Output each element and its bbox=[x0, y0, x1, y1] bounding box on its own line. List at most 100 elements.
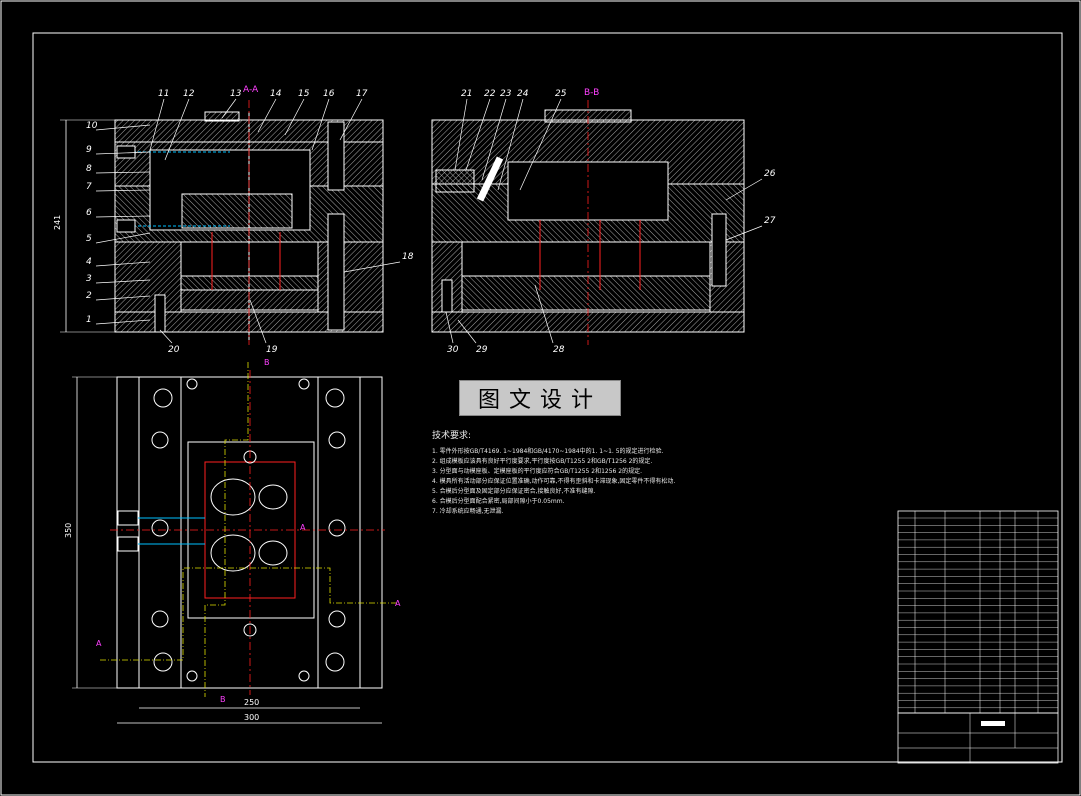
plan-clamp-left bbox=[116, 376, 140, 689]
bb-guide-pillar bbox=[711, 213, 727, 287]
callout-leader-10 bbox=[95, 124, 151, 131]
bolt-1 bbox=[153, 388, 173, 408]
callout-leader-23 bbox=[481, 98, 507, 181]
callout-22: 22 bbox=[484, 89, 496, 99]
section-line-a bbox=[100, 567, 398, 661]
dim-label-250: 250 bbox=[244, 698, 259, 707]
callout-13: 13 bbox=[230, 89, 242, 99]
note-line: 2. 组成模板应该具有良好平行度要求,平行度按GB/T1255 2和GB/T12… bbox=[432, 458, 653, 465]
return-pin-housing bbox=[327, 213, 345, 331]
callout-12: 12 bbox=[183, 89, 195, 99]
callout-leader-13 bbox=[221, 98, 237, 119]
callout-9: 9 bbox=[86, 145, 92, 155]
callout-leader-21 bbox=[454, 98, 468, 171]
plan-sprue-bottom bbox=[243, 623, 257, 637]
callout-1: 1 bbox=[86, 315, 92, 325]
title-box bbox=[897, 712, 1059, 764]
dim-label-300: 300 bbox=[244, 713, 259, 722]
plan-support-left bbox=[138, 376, 182, 689]
water-fitting-6 bbox=[116, 219, 136, 233]
bb-ejector-plate bbox=[461, 275, 711, 311]
callout-23: 23 bbox=[500, 89, 512, 99]
callout-20: 20 bbox=[168, 345, 180, 355]
callout-leader-7 bbox=[95, 189, 151, 192]
bolt-8 bbox=[328, 610, 346, 628]
dim-label-350: 350 bbox=[64, 523, 73, 538]
callout-leader-27 bbox=[725, 225, 763, 241]
title-block bbox=[897, 510, 1059, 764]
support-block-left bbox=[114, 241, 182, 313]
section-aa-title: A-A bbox=[243, 85, 259, 95]
callout-leader-26 bbox=[725, 178, 763, 201]
plan-support-right bbox=[317, 376, 361, 689]
callout-leader-28 bbox=[534, 284, 554, 344]
callout-28: 28 bbox=[553, 345, 565, 355]
bolt-4 bbox=[328, 431, 346, 449]
callout-leader-4 bbox=[95, 261, 151, 267]
callout-3: 3 bbox=[86, 274, 92, 284]
callout-leader-18 bbox=[343, 261, 401, 273]
callout-leader-12 bbox=[164, 98, 190, 161]
marker-b-1: B bbox=[264, 358, 270, 367]
section-aa-view: 241 A-A bbox=[53, 85, 384, 345]
section-bb-view: B-B bbox=[431, 88, 745, 345]
bolt-5 bbox=[151, 519, 169, 537]
inner-frame bbox=[32, 32, 1063, 763]
guide-pillar bbox=[327, 121, 345, 191]
callout-leader-24 bbox=[497, 98, 524, 191]
callout-leader-29 bbox=[457, 319, 477, 344]
plan-outer-plate bbox=[116, 376, 383, 689]
plan-part-top-right bbox=[258, 484, 288, 510]
title-name-box bbox=[981, 721, 1005, 726]
plan-view: A A A B B 350 250 300 bbox=[64, 358, 401, 724]
plan-water-fitting-1 bbox=[117, 510, 139, 526]
callout-30: 30 bbox=[447, 345, 459, 355]
technical-requirements: 技术要求: 1. 零件外形按GB/T4169. 1~1984和GB/4170~1… bbox=[432, 428, 675, 517]
callout-10: 10 bbox=[86, 121, 98, 131]
callout-leader-9 bbox=[95, 151, 151, 155]
callout-18: 18 bbox=[402, 252, 414, 262]
bolt-7 bbox=[151, 610, 169, 628]
plan-part-top bbox=[210, 478, 256, 516]
callout-leader-15 bbox=[284, 98, 305, 136]
callout-leader-25 bbox=[519, 98, 562, 191]
plan-clamp-right bbox=[359, 376, 383, 689]
marker-a-3: A bbox=[300, 523, 306, 532]
dim-label-241: 241 bbox=[53, 215, 62, 230]
bolt-11 bbox=[186, 378, 198, 390]
callout-24: 24 bbox=[517, 89, 529, 99]
bolt-2 bbox=[325, 388, 345, 408]
callout-leader-6 bbox=[95, 215, 151, 218]
callout-leader-11 bbox=[149, 98, 165, 151]
sprue-bushing-top bbox=[204, 111, 240, 122]
callout-17: 17 bbox=[356, 89, 368, 99]
callout-25: 25 bbox=[555, 89, 567, 99]
callout-11: 11 bbox=[158, 89, 169, 99]
callout-4: 4 bbox=[86, 257, 92, 267]
bom-table bbox=[897, 510, 1059, 714]
bolt-13 bbox=[186, 670, 198, 682]
callout-5: 5 bbox=[86, 234, 92, 244]
bb-angle-pin bbox=[476, 156, 504, 202]
callout-leader-16 bbox=[311, 98, 330, 151]
bolt-6 bbox=[328, 519, 346, 537]
bolt-14 bbox=[298, 670, 310, 682]
callout-leader-22 bbox=[465, 98, 491, 171]
bom-rows bbox=[898, 517, 1058, 708]
callout-leader-17 bbox=[339, 98, 363, 141]
note-line: 3. 分型面与动模座板、定模座板的平行度应符合GB/T1255 2和1256 2… bbox=[432, 468, 642, 475]
bolt-10 bbox=[325, 652, 345, 672]
callout-leader-3 bbox=[95, 279, 151, 284]
plan-ejector-area bbox=[180, 376, 319, 689]
bb-screw-30 bbox=[441, 279, 453, 313]
callout-14: 14 bbox=[270, 89, 282, 99]
callout-15: 15 bbox=[298, 89, 310, 99]
bolt-3 bbox=[151, 431, 169, 449]
callout-7: 7 bbox=[86, 182, 92, 192]
callout-6: 6 bbox=[86, 208, 92, 218]
callout-8: 8 bbox=[86, 164, 92, 174]
note-line: 4. 模具所有活动部分应保证位置准确,动作可靠,不得有歪斜和卡滞现象,固定零件不… bbox=[432, 478, 676, 485]
